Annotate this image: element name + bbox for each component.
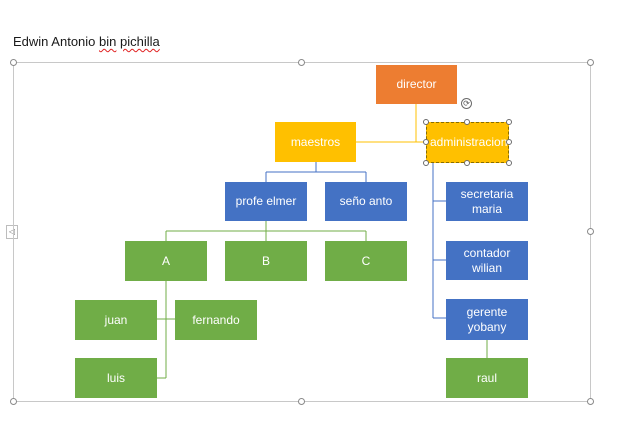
org-node-secretaria-maria[interactable]: secretaria maria — [446, 182, 528, 221]
frame-resize-handle-bottom-middle[interactable] — [298, 398, 305, 405]
org-node-contador-wilian[interactable]: contador wilian — [446, 241, 528, 280]
org-node-gerente-yobany[interactable]: gerente yobany — [446, 299, 528, 340]
selection-handle-top-left[interactable] — [423, 119, 429, 125]
org-node-group-a[interactable]: A — [125, 241, 207, 281]
org-node-raul[interactable]: raul — [446, 358, 528, 398]
selection-handle-top-right[interactable] — [506, 119, 512, 125]
misspelled-word-bin[interactable]: bin — [99, 34, 117, 49]
org-node-director[interactable]: director — [376, 65, 457, 104]
rotate-handle-icon[interactable]: ⟳ — [461, 98, 472, 109]
frame-resize-handle-middle-right[interactable] — [587, 228, 594, 235]
frame-resize-handle-top-right[interactable] — [587, 59, 594, 66]
org-node-juan[interactable]: juan — [75, 300, 157, 340]
org-node-luis[interactable]: luis — [75, 358, 157, 398]
selection-handle-bottom-right[interactable] — [506, 160, 512, 166]
org-node-maestros[interactable]: maestros — [275, 122, 356, 162]
document-author-line: Edwin Antonio bin pichilla — [13, 34, 160, 49]
selection-handle-bottom-middle[interactable] — [464, 160, 470, 166]
frame-resize-handle-bottom-right[interactable] — [587, 398, 594, 405]
selection-handle-middle-left[interactable] — [423, 139, 429, 145]
org-node-group-c[interactable]: C — [325, 241, 407, 281]
org-node-seno-anto[interactable]: seño anto — [325, 182, 407, 221]
selection-handle-bottom-left[interactable] — [423, 160, 429, 166]
org-node-fernando[interactable]: fernando — [175, 300, 257, 340]
selection-handle-top-middle[interactable] — [464, 119, 470, 125]
misspelled-word-pichilla[interactable]: pichilla — [120, 34, 160, 49]
org-node-administracion[interactable]: administracion — [426, 122, 509, 163]
chevron-left-icon[interactable]: ◁ — [6, 225, 18, 239]
frame-resize-handle-top-middle[interactable] — [298, 59, 305, 66]
org-node-profe-elmer[interactable]: profe elmer — [225, 182, 307, 221]
frame-resize-handle-top-left[interactable] — [10, 59, 17, 66]
frame-resize-handle-bottom-left[interactable] — [10, 398, 17, 405]
selection-handle-middle-right[interactable] — [506, 139, 512, 145]
author-name-start: Edwin Antonio — [13, 34, 100, 49]
org-node-group-b[interactable]: B — [225, 241, 307, 281]
